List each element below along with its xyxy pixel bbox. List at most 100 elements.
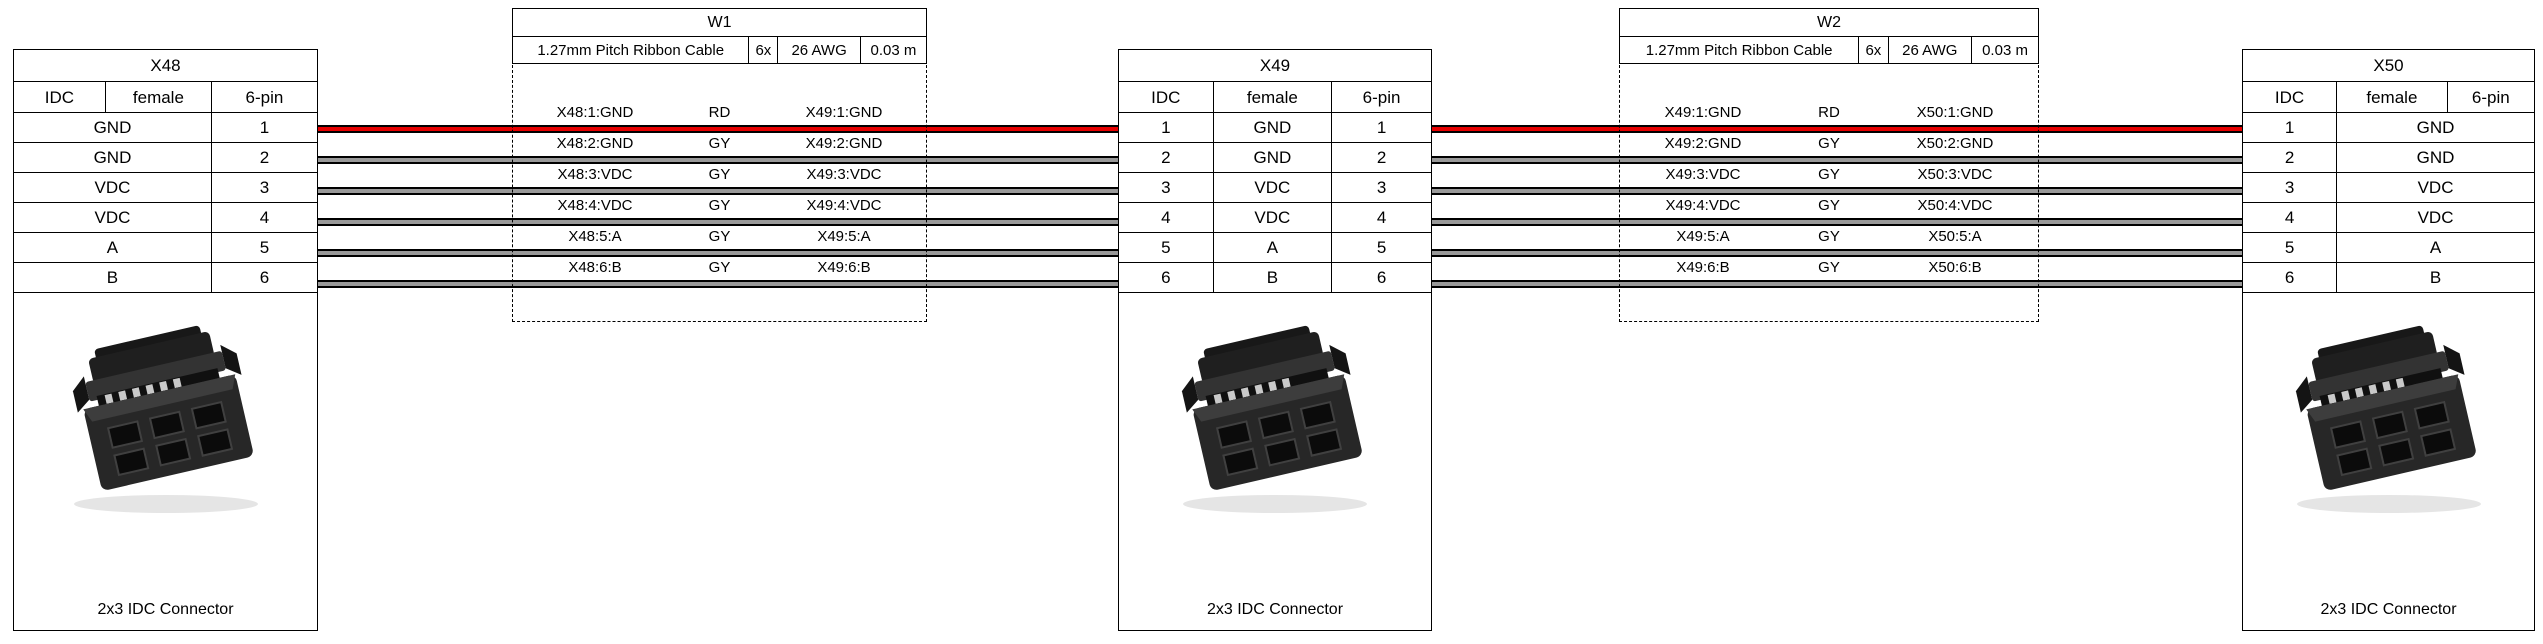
cable-wire-area: [1619, 65, 2039, 322]
wire-color-code: RD: [708, 104, 731, 121]
pin-name: VDC: [2336, 203, 2534, 232]
connector-image-cell: 2x3 IDC Connector: [1119, 293, 1431, 630]
pin-name: VDC: [94, 208, 131, 227]
wire-from: X49:6:B: [1676, 259, 1730, 276]
pin-row: 5 A: [2243, 232, 2534, 262]
wire-from: X48:3:VDC: [557, 166, 633, 183]
cable-wirecount: 6x: [748, 37, 777, 63]
wire-to: X50:2:GND: [1916, 135, 1994, 152]
pin-number-right: 2: [1331, 143, 1431, 172]
cable-type: 1.27mm Pitch Ribbon Cable: [537, 41, 725, 59]
connector-title: X48: [150, 56, 181, 75]
connector-title: X50: [2373, 56, 2404, 75]
pin-number: 4: [210, 203, 317, 232]
pin-row: 3 VDC 3: [1119, 172, 1431, 202]
cable-title: W2: [1817, 13, 1841, 31]
pin-row: 2 GND: [2243, 142, 2534, 172]
pin-number-right: 1: [1331, 113, 1431, 142]
pin-name: VDC: [2336, 173, 2534, 202]
wire-to: X50:1:GND: [1916, 104, 1994, 121]
pin-number: 6: [210, 263, 317, 292]
wire-w1-1: [318, 125, 1118, 133]
wire-w2-2: [1432, 156, 2242, 164]
pin-number-left: 2: [1161, 148, 1171, 167]
wire-color-code: GY: [1818, 135, 1840, 152]
connector-image-cell: 2x3 IDC Connector: [14, 293, 317, 630]
pin-row: 2 GND 2: [1119, 142, 1431, 172]
cable-w1-wire-run: [318, 0, 1118, 644]
pin-row: 6 B 6: [1119, 262, 1431, 292]
pin-row: 4 VDC 4: [1119, 202, 1431, 232]
connector-caption: 2x3 IDC Connector: [97, 601, 234, 618]
wire-from: X48:2:GND: [556, 135, 634, 152]
pin-number-left: 1: [1161, 118, 1171, 137]
pin-number: 5: [210, 233, 317, 262]
wire-w1-6: [318, 280, 1118, 288]
wire-label-row: X48:5:A GY X49:5:A: [512, 227, 927, 247]
wire-color-code: RD: [1818, 104, 1840, 121]
wire-label-row: X49:1:GND RD X50:1:GND: [1619, 103, 2039, 123]
wire-w2-4: [1432, 218, 2242, 226]
wire-to: X49:3:VDC: [806, 166, 882, 183]
connector-gender: female: [2336, 82, 2447, 112]
wire-w1-4: [318, 218, 1118, 226]
pin-row: 1 GND 1: [1119, 112, 1431, 142]
wire-w1-3: [318, 187, 1118, 195]
cable-w2: W2 1.27mm Pitch Ribbon Cable 6x 26 AWG 0…: [1619, 8, 2039, 322]
wire-label-row: X48:4:VDC GY X49:4:VDC: [512, 196, 927, 216]
pin-name: A: [1212, 233, 1332, 262]
pin-row: GND 1: [14, 112, 317, 142]
wire-from: X48:4:VDC: [557, 197, 633, 214]
pin-row: A 5: [14, 232, 317, 262]
pin-number: 3: [210, 173, 317, 202]
connector-pincount: 6-pin: [210, 82, 317, 112]
wire-to: X50:4:VDC: [1917, 197, 1993, 214]
wire-color-code: GY: [708, 259, 731, 276]
wire-label-row: X49:4:VDC GY X50:4:VDC: [1619, 196, 2039, 216]
wire-label-row: X48:2:GND GY X49:2:GND: [512, 134, 927, 154]
pin-row: VDC 3: [14, 172, 317, 202]
connector-type: IDC: [44, 87, 75, 107]
pin-number: 4: [2284, 208, 2295, 227]
pin-number: 6: [2284, 268, 2295, 287]
wire-to: X50:5:A: [1928, 228, 1982, 245]
wire-from: X49:1:GND: [1664, 104, 1742, 121]
pin-name: GND: [2336, 113, 2534, 142]
wire-from: X49:5:A: [1676, 228, 1730, 245]
cable-gauge: 26 AWG: [1887, 37, 1972, 63]
wire-w2-6: [1432, 280, 2242, 288]
wire-label-row: X49:3:VDC GY X50:3:VDC: [1619, 165, 2039, 185]
wire-from: X49:2:GND: [1664, 135, 1742, 152]
pin-number: 2: [2284, 148, 2295, 167]
cable-wirecount: 6x: [1858, 37, 1887, 63]
pin-number-left: 3: [1161, 178, 1171, 197]
pin-row: GND 2: [14, 142, 317, 172]
wire-label-row: X48:6:B GY X49:6:B: [512, 258, 927, 278]
wire-to: X49:5:A: [817, 228, 871, 245]
cable-w2-wire-run: [1432, 0, 2242, 644]
connector-image-cell: 2x3 IDC Connector: [2243, 293, 2534, 630]
cable-length: 0.03 m: [859, 37, 926, 63]
connector-gender: female: [1212, 82, 1332, 112]
cable-w1: W1 1.27mm Pitch Ribbon Cable 6x 26 AWG 0…: [512, 8, 927, 322]
wire-to: X49:2:GND: [805, 135, 883, 152]
pin-number-right: 5: [1331, 233, 1431, 262]
pin-number: 1: [210, 113, 317, 142]
pin-row: 6 B: [2243, 262, 2534, 292]
wire-color-code: GY: [1818, 197, 1840, 214]
wire-w1-5: [318, 249, 1118, 257]
wire-to: X49:6:B: [817, 259, 871, 276]
connector-caption: 2x3 IDC Connector: [1206, 601, 1344, 618]
pin-name: B: [106, 268, 119, 287]
wire-to: X50:3:VDC: [1917, 166, 1993, 183]
wire-from: X49:4:VDC: [1665, 197, 1741, 214]
pin-number: 2: [210, 143, 317, 172]
wire-from: X48:5:A: [568, 228, 622, 245]
wire-from: X48:1:GND: [556, 104, 634, 121]
pin-number-left: 5: [1161, 238, 1171, 257]
connector-type: IDC: [2274, 87, 2305, 107]
pin-name: B: [2336, 263, 2534, 292]
connector-pincount: 6-pin: [2446, 82, 2534, 112]
connector-x50: X50 IDC female 6-pin 1 GND 2 GND 3 VDC 4…: [2242, 49, 2535, 631]
